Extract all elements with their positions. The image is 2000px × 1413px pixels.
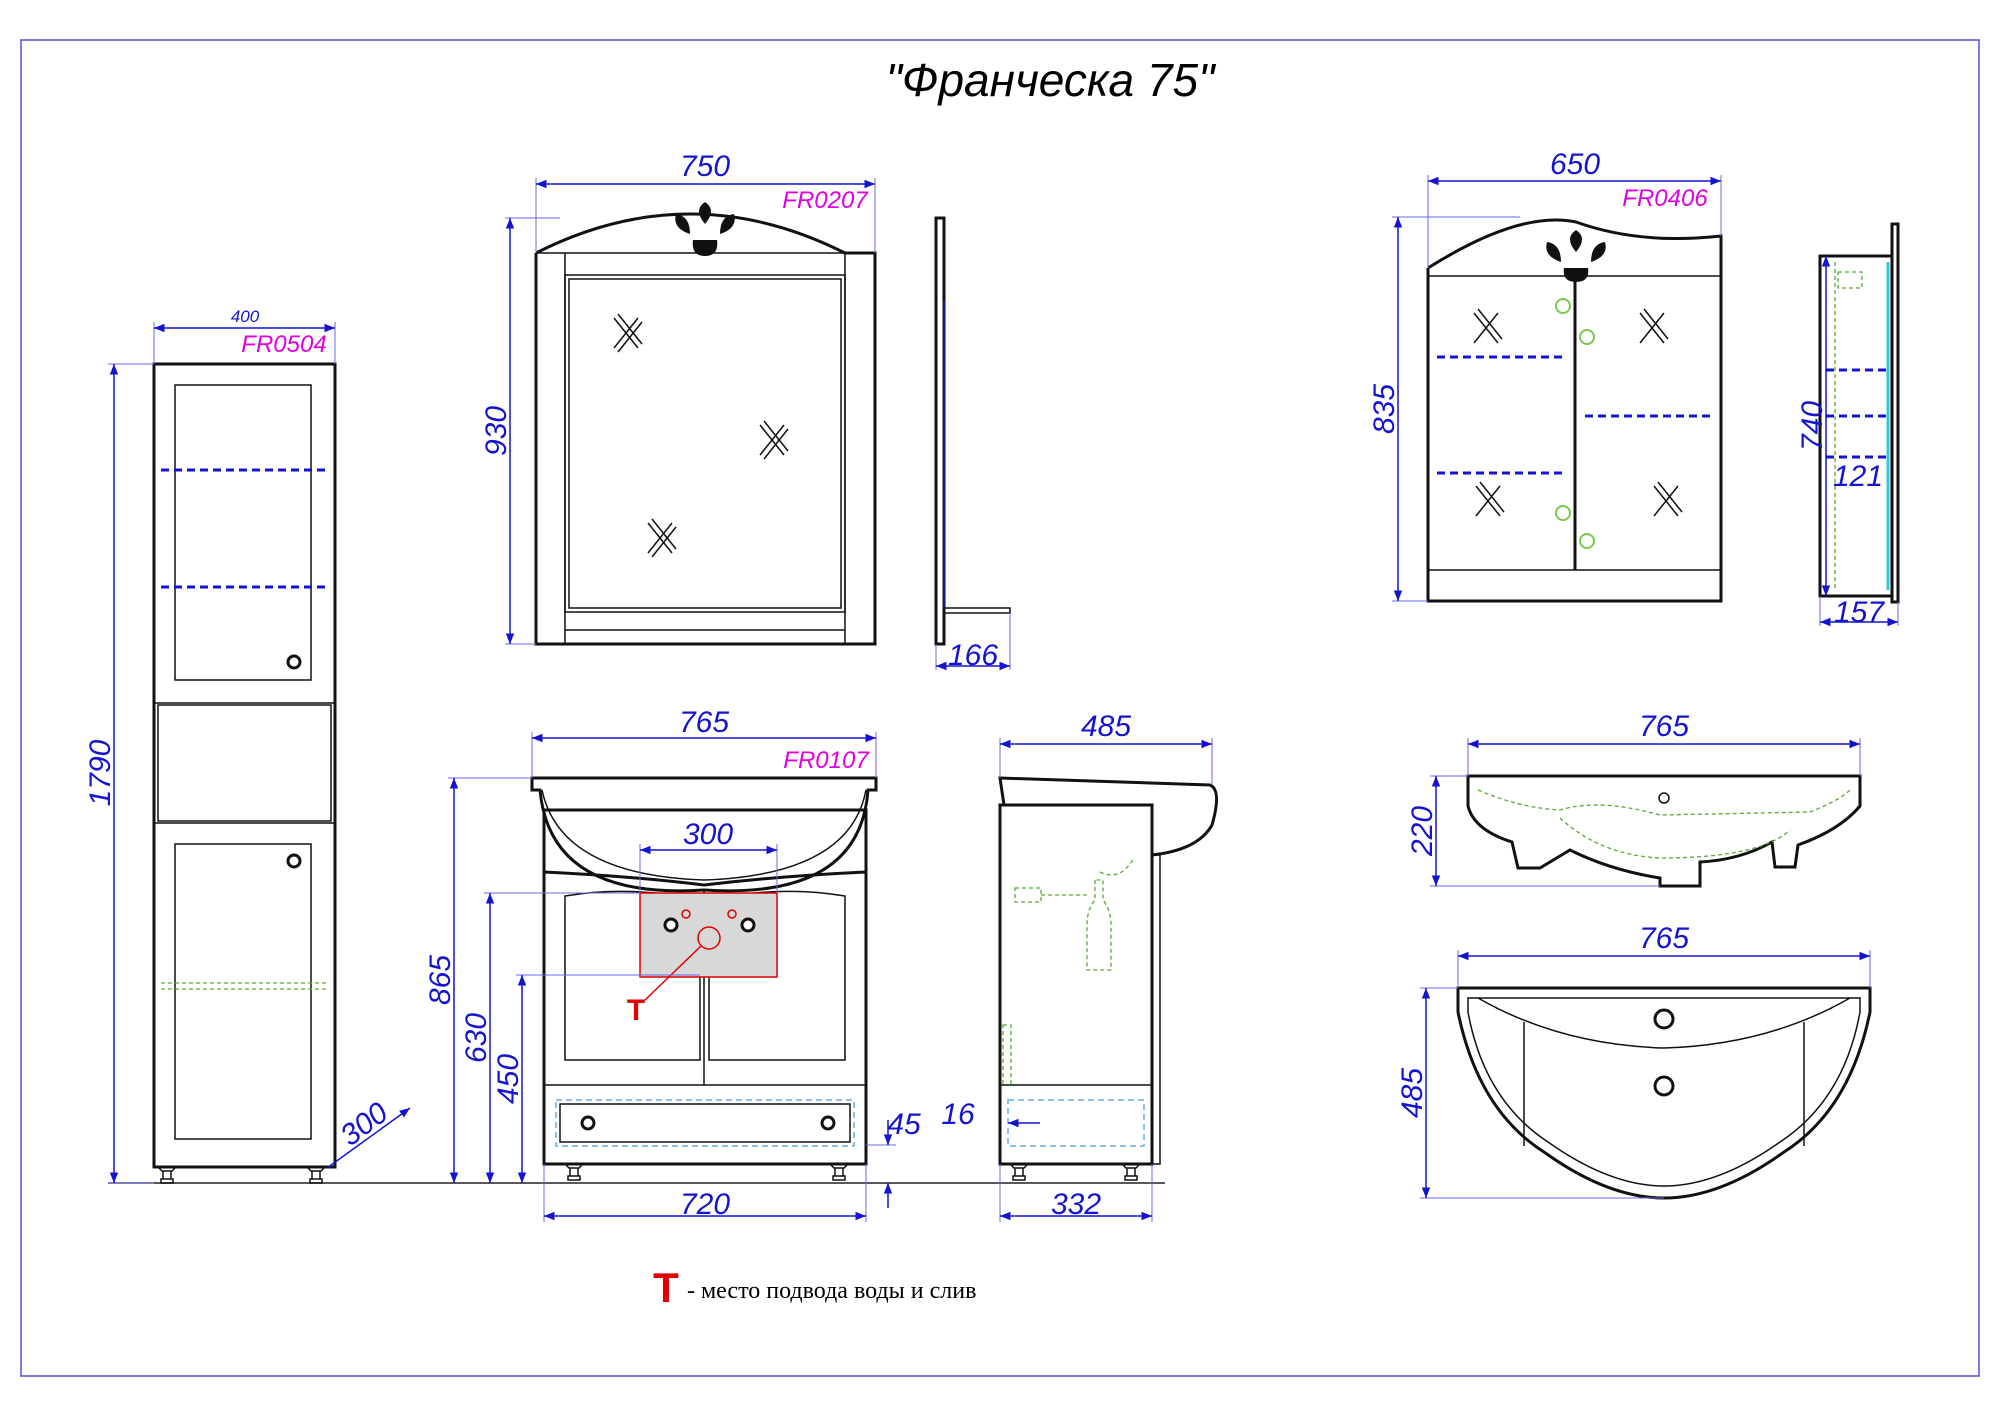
knob-icon: [286, 853, 302, 869]
product-code: FR0406: [1622, 185, 1708, 212]
mirror-cabinet: 650 FR0406 835: [1368, 148, 1723, 603]
dim-width: 400: [231, 307, 260, 326]
dim-height: 930: [480, 406, 513, 456]
dim-height: 220: [1406, 806, 1439, 857]
sheet-frame: [20, 39, 1980, 1377]
legend-text: - место подвода воды и слив: [687, 1278, 976, 1304]
dim-45: 45: [887, 1108, 921, 1141]
dim-side-height: 740: [1796, 401, 1829, 451]
tall-cabinet: 400 FR0504 1790 300: [84, 307, 411, 1184]
glass-glint-icon: [613, 313, 789, 558]
product-code: FR0504: [241, 331, 326, 358]
dim-body-width: 720: [680, 1188, 730, 1221]
product-code: FR0107: [783, 747, 870, 774]
dim-depth: 157: [1834, 596, 1885, 629]
dim-height: 865: [424, 955, 457, 1005]
dim-450: 450: [492, 1054, 525, 1104]
dim-height: 835: [1368, 384, 1401, 434]
page-title: "Франческа 75": [886, 54, 1217, 106]
connection-marker: Т: [627, 994, 645, 1027]
basin-front-view: 765 220: [1406, 710, 1862, 888]
dim-offset: 16: [941, 1098, 975, 1131]
knob-icon: [580, 1115, 596, 1131]
dim-width: 650: [1550, 148, 1600, 181]
dim-pipe-width: 300: [683, 818, 733, 851]
dim-width: 765: [1639, 710, 1689, 743]
dim-width: 750: [680, 150, 730, 183]
dim-offset: 121: [1833, 460, 1883, 493]
product-code: FR0207: [782, 187, 869, 214]
dim-depth: 485: [1081, 710, 1131, 743]
glass-glint-icon: [1473, 308, 1683, 517]
legend-symbol: Т: [653, 1264, 679, 1311]
legend: Т - место подвода воды и слив: [653, 1264, 976, 1311]
dim-top-width: 765: [679, 706, 729, 739]
basin-top-view: 765 485: [1396, 922, 1872, 1200]
water-connection-zone: [639, 892, 778, 978]
dim-depth: 166: [948, 639, 998, 672]
ornament-icon: [675, 202, 735, 256]
dim-630: 630: [460, 1013, 493, 1063]
dim-width: 765: [1639, 922, 1689, 955]
vanity-side-view: 16 485 332: [941, 710, 1218, 1222]
knob-icon: [286, 654, 302, 670]
vanity: Т 765 FR0107 300 865 630 450 45 720: [424, 706, 921, 1222]
dim-depth: 300: [334, 1096, 394, 1153]
ornament-icon: [1546, 230, 1606, 282]
dim-body-depth: 332: [1051, 1188, 1101, 1221]
mirror-side-view: 166: [934, 216, 1011, 672]
knob-icon: [820, 1115, 836, 1131]
mirror-cabinet-side-view: 740 121 157: [1796, 222, 1900, 629]
dim-height: 1790: [84, 739, 117, 806]
mirror: 750 FR0207 930: [480, 150, 877, 646]
dim-depth: 485: [1396, 1068, 1429, 1118]
